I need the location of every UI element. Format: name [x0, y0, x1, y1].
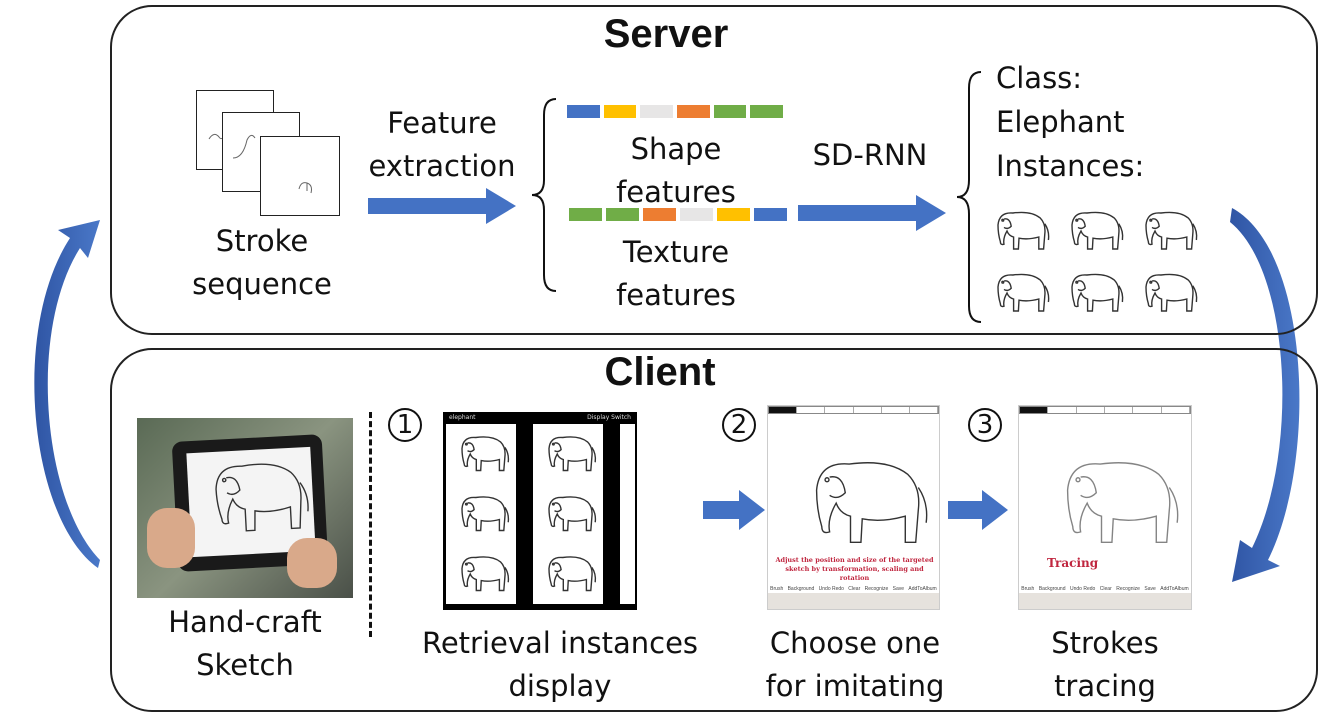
screen-header-left: elephant [449, 414, 476, 421]
elephant-drawing [1071, 211, 1124, 250]
toolbar-item[interactable]: Recognize [1116, 586, 1140, 592]
feature-segment [643, 208, 676, 221]
feature-extraction-arrow [368, 188, 516, 224]
feature-segment [713, 105, 747, 118]
elephant-sketch [815, 462, 928, 544]
step-3-badge: 3 [968, 408, 1002, 442]
feature-segment [717, 208, 750, 221]
sketch-on-tablet [215, 463, 309, 532]
hand [287, 538, 337, 588]
server-panel [110, 5, 1318, 335]
instance-thumbnails [997, 211, 1198, 312]
tool-tabs[interactable] [768, 406, 939, 414]
elephant-drawing [1066, 462, 1179, 544]
toolbar-item[interactable]: Brush [1021, 586, 1035, 592]
imitate-screen: Adjust the position and size of the targ… [767, 405, 940, 610]
feature-segment [680, 208, 713, 221]
tablet-photo [137, 418, 353, 598]
toolbar-item[interactable]: Recognize [864, 586, 889, 592]
elephant-drawing [1145, 211, 1198, 250]
elephant-drawing [461, 436, 510, 472]
feature-segment [603, 105, 637, 118]
tracing-status: Tracing [1047, 556, 1099, 570]
toolbar-item[interactable]: AddToAlbum [1160, 586, 1189, 592]
result-column [620, 424, 635, 604]
elephant-drawing [548, 496, 597, 532]
result-brace [956, 71, 982, 323]
dock [1019, 593, 1191, 609]
feature-segment [567, 105, 600, 118]
server-title: Server [603, 12, 729, 56]
display-switch-button[interactable]: Display Switch [587, 414, 631, 421]
client-panel [110, 348, 1318, 712]
retrieval-screen: elephant Display Switch [443, 412, 637, 610]
toolbar-item[interactable]: Save [1144, 586, 1156, 592]
feature-segment [750, 105, 784, 118]
elephant-drawing [461, 556, 510, 592]
hand [147, 508, 195, 568]
toolbar-item[interactable]: Undo Redo [818, 586, 844, 592]
toolbar-item[interactable]: AddToAlbum [908, 586, 937, 592]
toolbar-item[interactable]: Background [787, 586, 815, 592]
elephant-drawing [548, 436, 597, 472]
feature-segment [606, 208, 639, 221]
texture-feature-bar [569, 208, 787, 221]
toolbar-item[interactable]: Save [892, 586, 905, 592]
toolbar-item[interactable]: Brush [770, 586, 784, 592]
step-2-badge: 2 [722, 408, 756, 442]
tool-tabs[interactable] [1019, 406, 1191, 414]
elephant-sketch [1066, 462, 1179, 544]
toolbar-item[interactable]: Undo Redo [1070, 586, 1096, 592]
divider [369, 412, 372, 637]
elephant-drawing [461, 496, 510, 532]
elephant-drawing [548, 556, 597, 592]
elephant-drawing [997, 273, 1050, 312]
elephant-drawing [815, 462, 928, 544]
feature-segment [677, 105, 710, 118]
elephant-drawing [215, 463, 309, 532]
toolbar-item[interactable]: Clear [848, 586, 861, 592]
toolbar-item[interactable]: Background [1038, 586, 1066, 592]
step-1-badge: 1 [388, 408, 422, 442]
toolbar-item[interactable]: Clear [1099, 586, 1112, 592]
sd-rnn-label: SD-RNN [812, 138, 928, 172]
shape-feature-bar [567, 105, 784, 118]
client-to-server-arrow [34, 220, 100, 568]
step-arrow [703, 490, 765, 530]
sd-rnn-arrow [798, 195, 946, 231]
feature-segment [569, 208, 602, 221]
elephant-drawing [1145, 273, 1198, 312]
result-column [533, 424, 603, 604]
feature-segment [754, 208, 787, 221]
client-title: Client [604, 350, 716, 394]
feature-segment [640, 105, 674, 118]
elephant-drawing [997, 211, 1050, 250]
elephant-drawing [1071, 273, 1124, 312]
step-arrow [948, 490, 1008, 530]
dock [768, 593, 939, 609]
stroke-frame [260, 136, 340, 216]
instruction-text: Adjust the position and size of the targ… [775, 556, 934, 582]
features-brace [531, 98, 557, 292]
result-column [446, 424, 516, 604]
